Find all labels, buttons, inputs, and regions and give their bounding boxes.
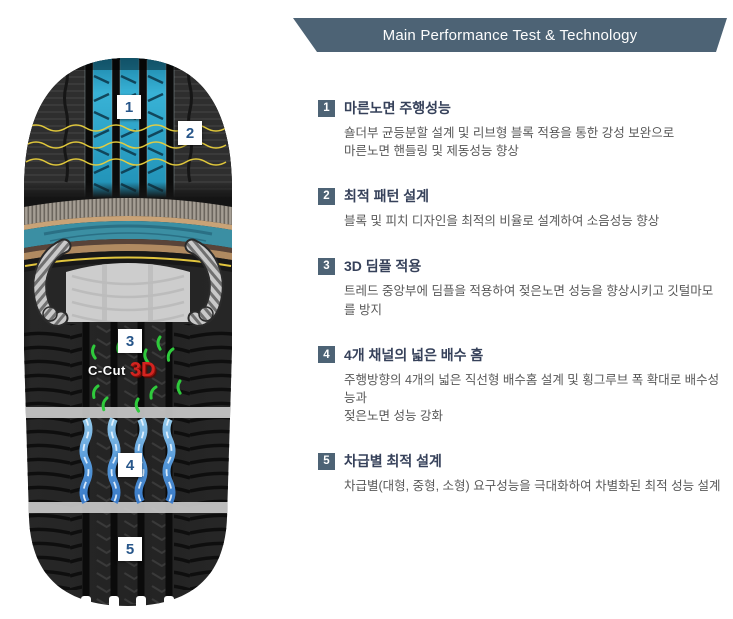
- tire-marker-1: 1: [117, 95, 141, 119]
- bead-hook-right: [184, 238, 224, 327]
- bottom-notches: [81, 596, 174, 610]
- feature-item-1: 1 마른노면 주행성능 숄더부 균등분할 설계 및 리브형 블록 적용을 통한 …: [318, 98, 722, 160]
- feature-item-5: 5 차급별 최적 설계 차급별(대형, 중형, 소형) 요구성능을 극대화하여 …: [318, 451, 722, 495]
- feature-description: 블록 및 피치 디자인을 최적의 비율로 설계하여 소음성능 향상: [344, 214, 660, 229]
- tire-marker-3: 3: [118, 329, 142, 353]
- feature-description: 트레드 중앙부에 딤플을 적용하여 젖은노면 성능을 향상시키고 깃털마모를 방…: [344, 284, 714, 317]
- feature-title: 3D 딤플 적용: [344, 258, 422, 275]
- cutaway-layers: [24, 198, 232, 272]
- tire-cutaway-illustration: 1 2 3 4 5 C-Cut 3D: [10, 50, 270, 615]
- crown-grooves: [85, 58, 174, 198]
- feature-item-2: 2 최적 패턴 설계 블록 및 피치 디자인을 최적의 비율로 설계하여 소음성…: [318, 186, 722, 230]
- feature-title: 차급별 최적 설계: [344, 453, 442, 469]
- feature-number-badge: 4: [318, 346, 335, 364]
- tire-svg: [24, 58, 232, 610]
- c-cut-3d-logo: C-Cut 3D: [88, 360, 155, 380]
- feature-number-badge: 3: [318, 257, 335, 275]
- tire-marker-5: 5: [118, 537, 142, 561]
- separator-band-lower: [24, 502, 232, 513]
- tire-marker-4: 4: [118, 453, 142, 477]
- feature-number-badge: 1: [318, 99, 335, 117]
- feature-description: 주행방향의 4개의 넓은 직선형 배수홈 설계 및 횡그루브 폭 확대로 배수성…: [344, 372, 720, 423]
- feature-title: 4개 채널의 넓은 배수 홈: [344, 346, 484, 363]
- feature-item-3: 3 3D 딤플 적용 트레드 중앙부에 딤플을 적용하여 젖은노면 성능을 향상…: [318, 256, 722, 318]
- tire-marker-2: 2: [178, 121, 202, 145]
- feature-item-4: 4 4개 채널의 넓은 배수 홈 주행방향의 4개의 넓은 직선형 배수홈 설계…: [318, 345, 722, 425]
- feature-list: 1 마른노면 주행성능 숄더부 균등분할 설계 및 리브형 블록 적용을 통한 …: [318, 98, 722, 521]
- c-cut-3d-text: 3D: [129, 359, 156, 381]
- section-title: Main Performance Test & Technology: [382, 26, 638, 44]
- feature-title: 최적 패턴 설계: [344, 188, 430, 205]
- c-cut-label: C-Cut: [88, 362, 126, 378]
- separator-band-upper: [24, 407, 232, 418]
- section-title-banner: Main Performance Test & Technology: [293, 18, 727, 52]
- feature-title: 마른노면 주행성능: [344, 100, 451, 116]
- feature-description: 차급별(대형, 중형, 소형) 요구성능을 극대화하여 차별화된 최적 성능 설…: [344, 479, 721, 493]
- feature-number-badge: 5: [318, 452, 335, 470]
- feature-description: 숄더부 균등분할 설계 및 리브형 블록 적용을 통한 강성 보완으로 마른노면…: [344, 126, 675, 159]
- feature-number-badge: 2: [318, 187, 335, 205]
- inner-liner: [66, 263, 190, 322]
- bead-hook-left: [32, 238, 72, 327]
